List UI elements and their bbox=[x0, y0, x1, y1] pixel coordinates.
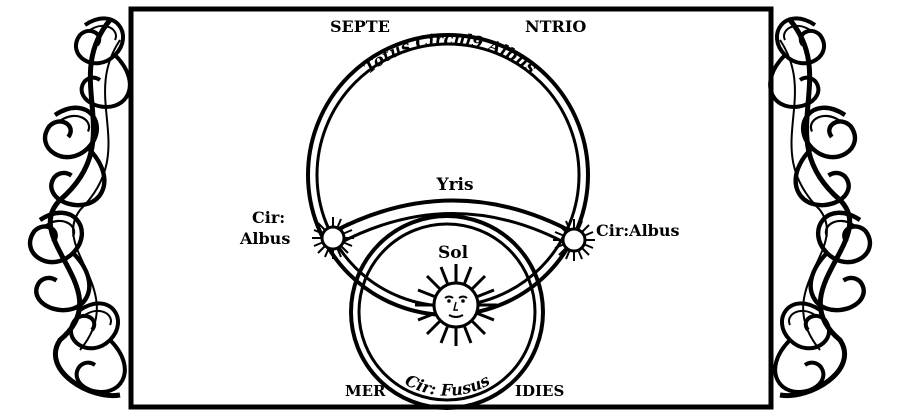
left-ornament bbox=[30, 16, 132, 399]
left-parhelion bbox=[312, 217, 354, 259]
label-north-right: NTRIO bbox=[525, 17, 586, 36]
diagram-frame bbox=[128, 6, 774, 410]
rainbow-arc bbox=[332, 198, 577, 248]
label-south-right: IDIES bbox=[515, 382, 564, 400]
right-parhelion bbox=[553, 219, 595, 261]
label-south-left: MER bbox=[345, 382, 386, 400]
sun-face bbox=[415, 264, 497, 346]
label-right-parhelion: Cir:Albus bbox=[596, 221, 679, 240]
label-sun: Sol bbox=[438, 243, 469, 263]
right-ornament bbox=[768, 16, 870, 399]
label-north-left: SEPTE bbox=[330, 17, 390, 36]
label-left-parhelion-1: Cir: bbox=[252, 208, 285, 227]
lower-circle bbox=[349, 214, 545, 410]
label-great-circle: Totus Circul9 Albus bbox=[360, 29, 541, 77]
label-rainbow: Yris bbox=[435, 175, 473, 195]
label-left-parhelion-2: Albus bbox=[239, 229, 290, 248]
